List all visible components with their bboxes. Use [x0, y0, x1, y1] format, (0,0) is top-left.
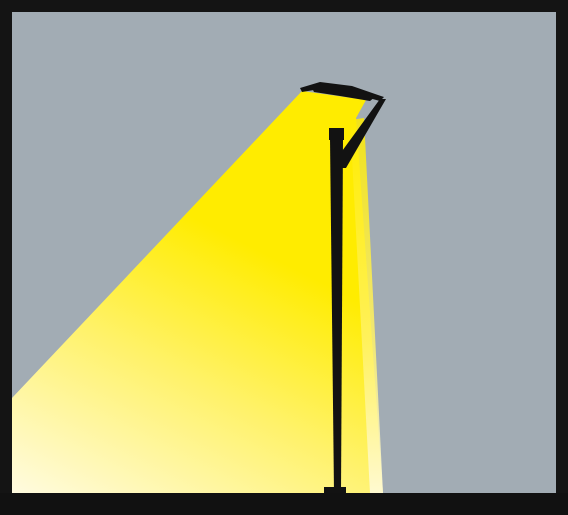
- ground: [0, 493, 568, 515]
